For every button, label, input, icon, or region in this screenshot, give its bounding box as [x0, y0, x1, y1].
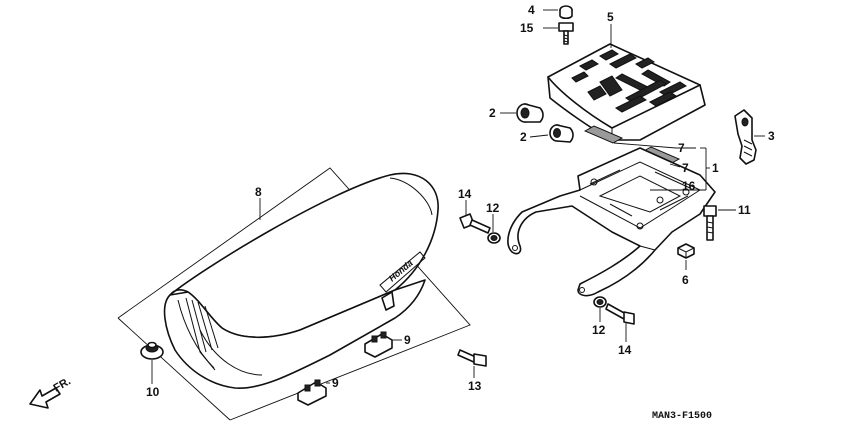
rubber-pad-upper[interactable] — [583, 125, 624, 144]
callout-9-lower: 9 — [332, 376, 339, 390]
callout-13: 13 — [468, 379, 482, 393]
callout-7-lower: 7 — [682, 161, 689, 175]
diagram-code: MAN3-F1500 — [652, 411, 712, 422]
callout-10: 10 — [146, 385, 160, 399]
callout-7-upper: 7 — [678, 141, 685, 155]
front-arrow-icon — [29, 387, 61, 409]
frame-bolt-right[interactable] — [703, 205, 717, 241]
callout-3: 3 — [768, 129, 775, 143]
front-direction-indicator: FR. — [29, 375, 73, 409]
collar-upper-left[interactable] — [487, 232, 501, 244]
callout-labels: 4 15 5 2 2 3 7 7 1 16 11 14 12 6 12 14 1… — [146, 3, 775, 399]
cap-nut[interactable] — [559, 5, 573, 20]
callout-5: 5 — [607, 10, 614, 24]
seat-grommet[interactable] — [140, 341, 164, 360]
callout-16: 16 — [682, 179, 696, 193]
collar-lower-right[interactable] — [593, 296, 607, 308]
rack-bolt[interactable] — [558, 22, 574, 45]
svg-text:FR.: FR. — [52, 375, 73, 394]
callout-14-upper: 14 — [458, 187, 472, 201]
callout-8: 8 — [255, 185, 262, 199]
seat-bushing-lower[interactable] — [297, 379, 327, 406]
callout-15: 15 — [520, 21, 534, 35]
callout-2-upper: 2 — [489, 106, 496, 120]
callout-4: 4 — [528, 3, 535, 17]
callout-1: 1 — [712, 161, 719, 175]
callout-12-upper: 12 — [486, 201, 500, 215]
callout-11: 11 — [738, 203, 751, 217]
callout-6: 6 — [682, 273, 689, 287]
callout-9-upper: 9 — [404, 333, 411, 347]
collar-lower[interactable] — [549, 124, 574, 143]
carrier-frame[interactable] — [507, 147, 716, 297]
seat-bushing-upper[interactable] — [364, 331, 393, 358]
frame-bolt-lower-right[interactable] — [605, 303, 635, 325]
carrier-rack[interactable] — [547, 43, 706, 141]
frame-nut[interactable] — [677, 243, 695, 259]
frame-bolt-upper-left[interactable] — [459, 213, 491, 234]
collar-upper[interactable] — [516, 103, 544, 123]
callout-2-lower: 2 — [520, 130, 527, 144]
seat[interactable]: Honda — [163, 172, 439, 389]
callout-12-lower: 12 — [592, 323, 606, 337]
callout-14-lower: 14 — [618, 343, 632, 357]
seat-bolt[interactable] — [457, 349, 487, 367]
leader-lines — [151, 9, 765, 384]
strap-hook[interactable] — [734, 109, 757, 165]
